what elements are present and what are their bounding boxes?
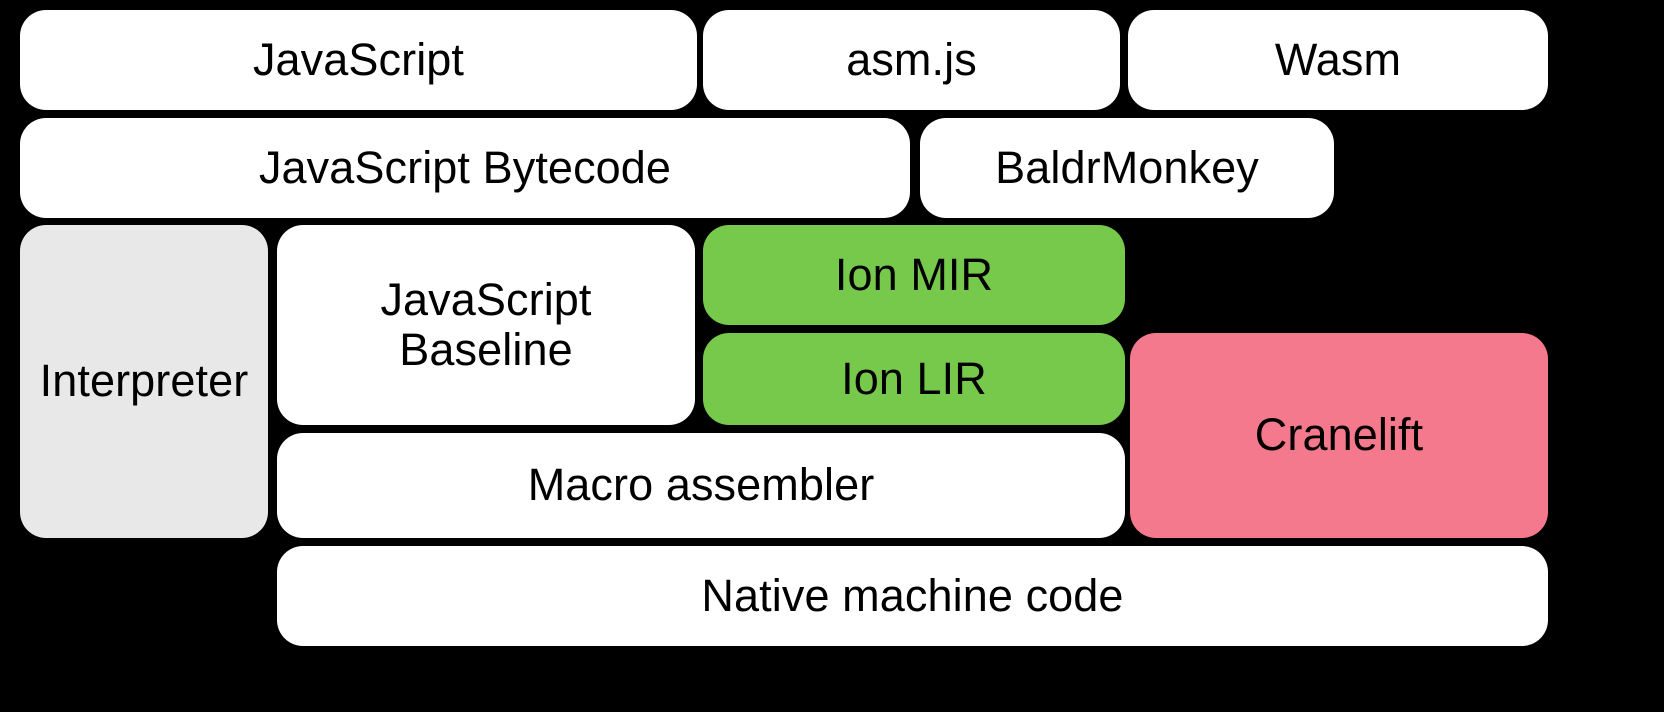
node-baldrmonkey: BaldrMonkey [920, 118, 1334, 218]
node-label-ion-lir: Ion LIR [841, 352, 987, 404]
node-cranelift: Cranelift [1130, 333, 1548, 538]
node-label-baldrmonkey: BaldrMonkey [995, 141, 1259, 193]
node-native-machine-code: Native machine code [277, 546, 1548, 646]
node-interpreter: Interpreter [20, 225, 268, 538]
node-label-wasm: Wasm [1274, 33, 1402, 85]
node-label-javascript-bytecode: JavaScript Bytecode [258, 141, 672, 193]
node-label-javascript-baseline: JavaScript Baseline [380, 273, 592, 375]
node-label-ion-mir: Ion MIR [834, 248, 994, 300]
node-javascript: JavaScript [20, 10, 697, 110]
node-javascript-bytecode: JavaScript Bytecode [20, 118, 910, 218]
node-label-cranelift: Cranelift [1254, 409, 1424, 461]
node-asmjs: asm.js [703, 10, 1120, 110]
node-label-asmjs: asm.js [846, 33, 977, 85]
node-label-macro-assembler: Macro assembler [527, 459, 875, 511]
node-label-javascript: JavaScript [252, 33, 465, 85]
node-javascript-baseline: JavaScript Baseline [277, 225, 695, 425]
node-ion-lir: Ion LIR [703, 333, 1125, 425]
node-macro-assembler: Macro assembler [277, 433, 1125, 538]
node-label-native-machine-code: Native machine code [701, 569, 1124, 621]
node-ion-mir: Ion MIR [703, 225, 1125, 325]
node-wasm: Wasm [1128, 10, 1548, 110]
node-label-interpreter: Interpreter [39, 355, 249, 407]
